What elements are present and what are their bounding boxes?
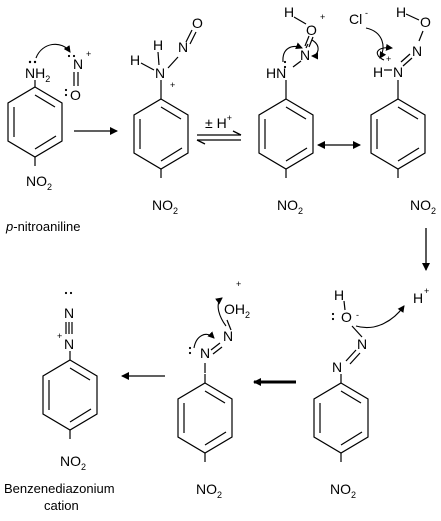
n2-nitroso-o: O: [192, 15, 203, 31]
proton-charge: +: [424, 286, 429, 296]
curly-arrow-4: [365, 27, 387, 59]
r4-oh-h-label: H: [396, 4, 406, 20]
nitrosammonium-molecule: N + H H N O NO2: [130, 15, 203, 216]
equilibrium-label: ± H+: [205, 113, 232, 131]
r3-h-label: H: [284, 4, 294, 20]
r3-charge: +: [320, 12, 325, 22]
curly-arrow-8: [215, 297, 227, 327]
r4-n-charge: +: [386, 54, 391, 64]
benzenediazonium-caption-line1: Benzenediazonium: [4, 481, 115, 496]
m6-n1-label: N: [200, 345, 210, 361]
nitrosamine-resonance-a: HN N O + H NO2: [258, 4, 325, 216]
nitro-label-7: NO2: [60, 453, 86, 472]
m5-n2-label: N: [357, 336, 367, 352]
m6-oh2-label: OH2: [224, 301, 250, 320]
nitro-label-5: NO2: [330, 481, 356, 500]
chloride-charge: -: [365, 8, 368, 18]
m7-n1-label: N: [64, 336, 74, 352]
m5-h-label: H: [334, 287, 344, 303]
nitro-label-2: NO2: [152, 197, 178, 216]
curly-arrow-2: [282, 42, 303, 63]
r3-o-label: O: [306, 22, 317, 38]
n2-nitroso-n: N: [178, 39, 188, 55]
m7-charge: +: [57, 331, 62, 341]
proton-label: H +: [413, 286, 429, 306]
r4-n-label: N: [393, 64, 403, 80]
nitrosonium-o: O: [70, 87, 81, 103]
p-nitroaniline-caption: p-nitroaniline: [5, 219, 80, 234]
n2-h-left: H: [130, 52, 140, 68]
chloride-ion: Cl -: [349, 8, 368, 27]
r4-h-label: H: [373, 64, 383, 80]
m7-n2-label: N: [64, 305, 74, 321]
n2-charge: +: [170, 80, 175, 90]
equilibrium-arrows: ± H+: [196, 113, 242, 145]
nitro-label-1: NO2: [26, 173, 52, 192]
m5-n1-label: N: [332, 359, 342, 375]
nitro-label-4: NO2: [410, 197, 436, 216]
proton-h: H: [413, 290, 423, 306]
n2-h-top: H: [153, 37, 163, 53]
curly-arrow-3: [311, 39, 319, 60]
nitro-label-3: NO2: [277, 197, 303, 216]
nitrosonium-ion: N + O: [64, 49, 91, 103]
nitrosamine-resonance-b: H N + N O H NO2: [370, 4, 436, 216]
m5-o-label: O: [341, 309, 352, 325]
oxonium-molecule: N N OH2 + NO2: [177, 279, 250, 500]
n2-nitrogen: N: [155, 65, 165, 81]
curly-arrow-6: [355, 305, 405, 328]
r3-hn-label: HN: [266, 65, 286, 81]
m6-n2-label: N: [223, 328, 233, 344]
m6-charge: +: [236, 279, 241, 289]
diazohydroxide-molecule: N N O - H NO2: [313, 287, 369, 500]
r4-o-label: O: [420, 14, 431, 30]
curly-arrow-7: [193, 331, 215, 349]
p-nitroaniline-molecule: NH2 NO2: [7, 60, 63, 192]
amine-label: NH2: [25, 65, 50, 84]
chloride-label: Cl: [349, 11, 362, 27]
benzenediazonium-caption-line2: cation: [44, 498, 79, 513]
benzenediazonium-molecule: N + N NO2: [42, 291, 98, 472]
nitro-label-6: NO2: [196, 481, 222, 500]
curly-arrow-5: [376, 43, 393, 61]
r3-n-label: N: [300, 47, 310, 63]
m5-o-charge: -: [356, 310, 359, 320]
nitrosonium-n: N: [73, 56, 83, 72]
r4-n2-label: N: [412, 43, 422, 59]
curly-arrow-1: [35, 43, 71, 59]
nitrosonium-charge: +: [86, 49, 91, 59]
